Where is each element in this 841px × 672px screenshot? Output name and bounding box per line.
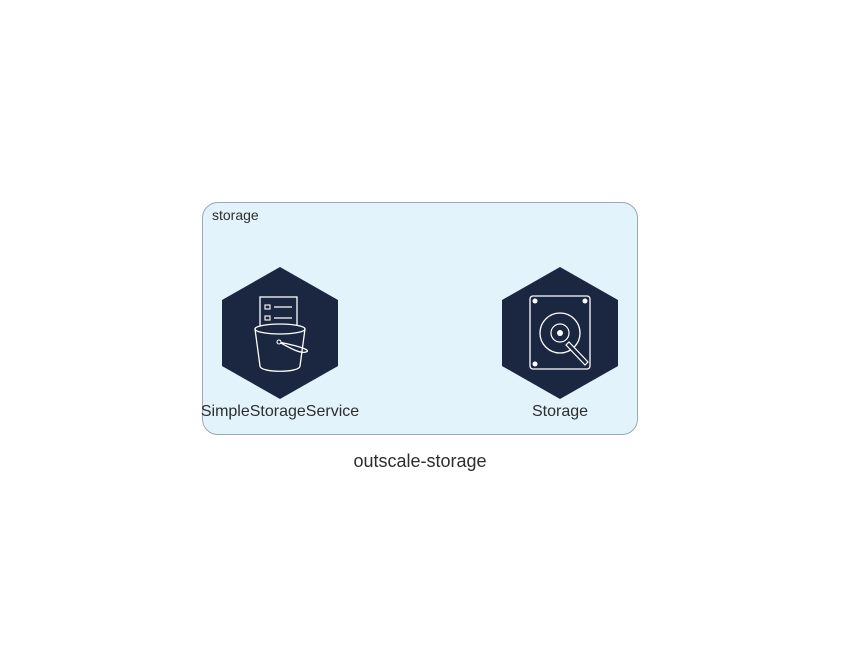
cluster-label: storage — [212, 207, 259, 223]
hard-drive-icon — [502, 267, 618, 399]
storage-node[interactable]: Storage — [470, 266, 650, 421]
diagram-title: outscale-storage — [353, 451, 487, 471]
storage-label: Storage — [531, 403, 589, 420]
bucket-icon — [222, 267, 338, 399]
simple-storage-service-node[interactable]: SimpleStorageService — [190, 266, 370, 421]
simple-storage-service-label: SimpleStorageService — [200, 403, 360, 420]
